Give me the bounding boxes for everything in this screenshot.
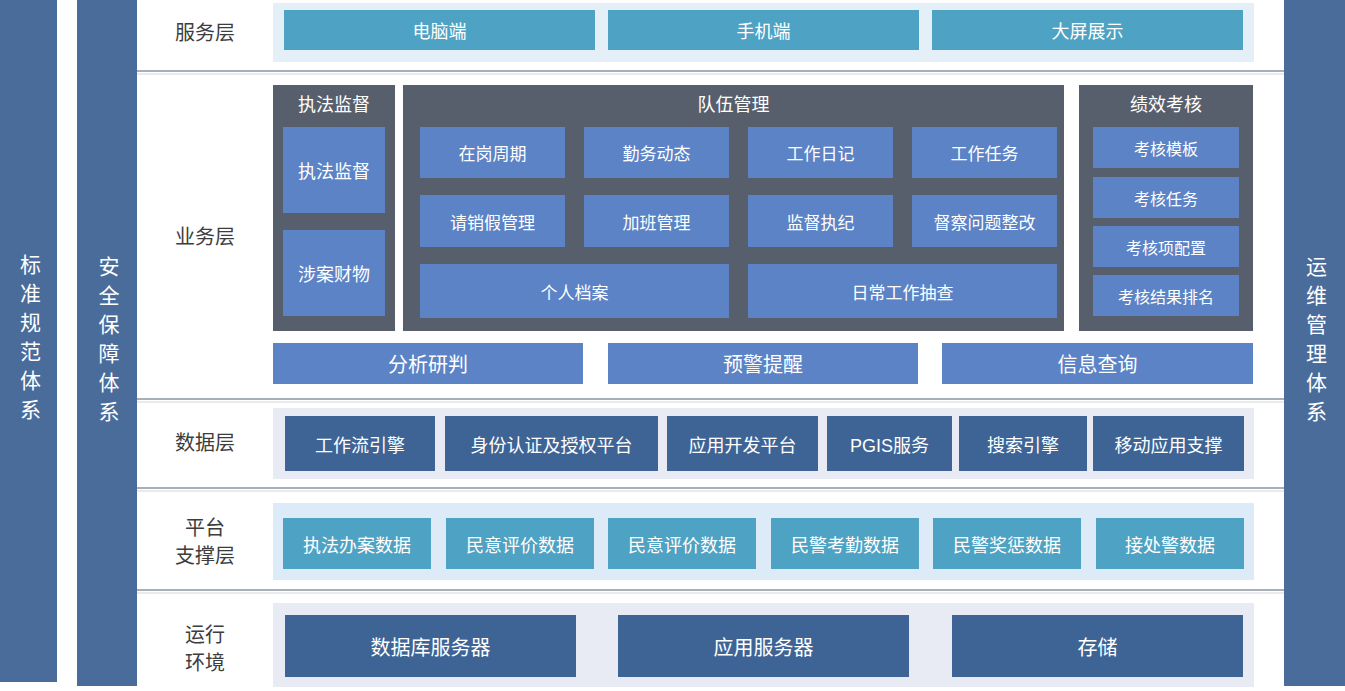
group-law-supervision: 执法监督 执法监督 涉案财物 — [273, 85, 395, 331]
team-button-inspection-rectify[interactable]: 督察问题整改 — [912, 195, 1057, 247]
pillar-security-label: 安全保障体系 — [92, 256, 122, 430]
divider-platform-runtime — [137, 589, 1284, 591]
team-button-overtime[interactable]: 加班管理 — [584, 195, 729, 247]
pillar-security: 安全保障体系 — [77, 0, 137, 686]
pillar-operations: 运维管理体系 — [1284, 0, 1345, 686]
service-button-pc[interactable]: 电脑端 — [284, 10, 595, 50]
data-button-mobile-support[interactable]: 移动应用支撑 — [1093, 416, 1244, 471]
platform-button-case-data[interactable]: 执法办案数据 — [283, 518, 431, 569]
data-button-workflow[interactable]: 工作流引擎 — [285, 416, 435, 471]
business-button-info-query[interactable]: 信息查询 — [942, 343, 1253, 384]
runtime-button-app-server[interactable]: 应用服务器 — [618, 615, 909, 677]
performance-button-task[interactable]: 考核任务 — [1093, 177, 1239, 218]
business-button-warning[interactable]: 预警提醒 — [608, 343, 918, 384]
data-layer-label: 数据层 — [137, 429, 273, 457]
runtime-button-storage[interactable]: 存储 — [952, 615, 1243, 677]
pillar-standards-label: 标准规范体系 — [14, 254, 44, 428]
platform-layer-label: 平台 支撑层 — [137, 514, 273, 570]
performance-button-item-config[interactable]: 考核项配置 — [1093, 226, 1239, 267]
group-performance-title: 绩效考核 — [1079, 95, 1253, 115]
data-button-identity-auth[interactable]: 身份认证及授权平台 — [445, 416, 658, 471]
law-button-property[interactable]: 涉案财物 — [283, 230, 385, 316]
platform-button-reward-data[interactable]: 民警奖惩数据 — [933, 518, 1081, 569]
business-button-analysis[interactable]: 分析研判 — [273, 343, 583, 384]
platform-button-attendance-data[interactable]: 民警考勤数据 — [771, 518, 919, 569]
service-layer-label: 服务层 — [137, 19, 273, 47]
platform-button-opinion-data-1[interactable]: 民意评价数据 — [446, 518, 594, 569]
team-button-daily-spotcheck[interactable]: 日常工作抽查 — [748, 264, 1057, 318]
team-button-discipline[interactable]: 监督执纪 — [748, 195, 893, 247]
data-button-pgis[interactable]: PGIS服务 — [827, 416, 952, 471]
group-team-management-title: 队伍管理 — [403, 95, 1064, 115]
team-button-work-task[interactable]: 工作任务 — [912, 127, 1057, 178]
team-button-personal-file[interactable]: 个人档案 — [420, 264, 729, 318]
performance-button-template[interactable]: 考核模板 — [1093, 127, 1239, 168]
business-layer-label: 业务层 — [137, 223, 273, 251]
data-layer-panel: 工作流引擎 身份认证及授权平台 应用开发平台 PGIS服务 搜索引擎 移动应用支… — [273, 408, 1254, 479]
platform-button-alarm-data[interactable]: 接处警数据 — [1096, 518, 1244, 569]
platform-layer-label-line2: 支撑层 — [137, 542, 273, 570]
group-law-supervision-title: 执法监督 — [273, 95, 395, 115]
divider-business-data — [137, 398, 1284, 400]
platform-layer-label-line1: 平台 — [137, 514, 273, 542]
team-button-leave-management[interactable]: 请销假管理 — [420, 195, 565, 247]
team-button-duty-dynamics[interactable]: 勤务动态 — [584, 127, 729, 178]
service-layer-panel: 电脑端 手机端 大屏展示 — [273, 3, 1254, 62]
platform-button-opinion-data-2[interactable]: 民意评价数据 — [608, 518, 756, 569]
pillar-operations-label: 运维管理体系 — [1300, 256, 1330, 430]
runtime-layer-label-line2: 环境 — [137, 649, 273, 677]
runtime-button-db-server[interactable]: 数据库服务器 — [285, 615, 576, 677]
group-team-management: 队伍管理 在岗周期 勤务动态 工作日记 工作任务 请销假管理 加班管理 监督执纪… — [403, 85, 1064, 331]
divider-service-business — [137, 70, 1284, 72]
data-button-search-engine[interactable]: 搜索引擎 — [959, 416, 1087, 471]
platform-layer-panel: 执法办案数据 民意评价数据 民意评价数据 民警考勤数据 民警奖惩数据 接处警数据 — [273, 503, 1254, 580]
data-button-app-dev[interactable]: 应用开发平台 — [667, 416, 818, 471]
law-button-supervision[interactable]: 执法监督 — [283, 127, 385, 213]
runtime-layer-panel: 数据库服务器 应用服务器 存储 — [273, 603, 1254, 687]
service-button-bigscreen[interactable]: 大屏展示 — [932, 10, 1243, 50]
divider-data-platform — [137, 487, 1284, 489]
performance-button-result-rank[interactable]: 考核结果排名 — [1093, 275, 1239, 316]
pillar-standards: 标准规范体系 — [0, 0, 57, 682]
runtime-layer-label: 运行 环境 — [137, 621, 273, 677]
team-button-work-diary[interactable]: 工作日记 — [748, 127, 893, 178]
service-button-mobile[interactable]: 手机端 — [608, 10, 919, 50]
team-button-duty-cycle[interactable]: 在岗周期 — [420, 127, 565, 178]
group-performance: 绩效考核 考核模板 考核任务 考核项配置 考核结果排名 — [1079, 85, 1253, 331]
runtime-layer-label-line1: 运行 — [137, 621, 273, 649]
